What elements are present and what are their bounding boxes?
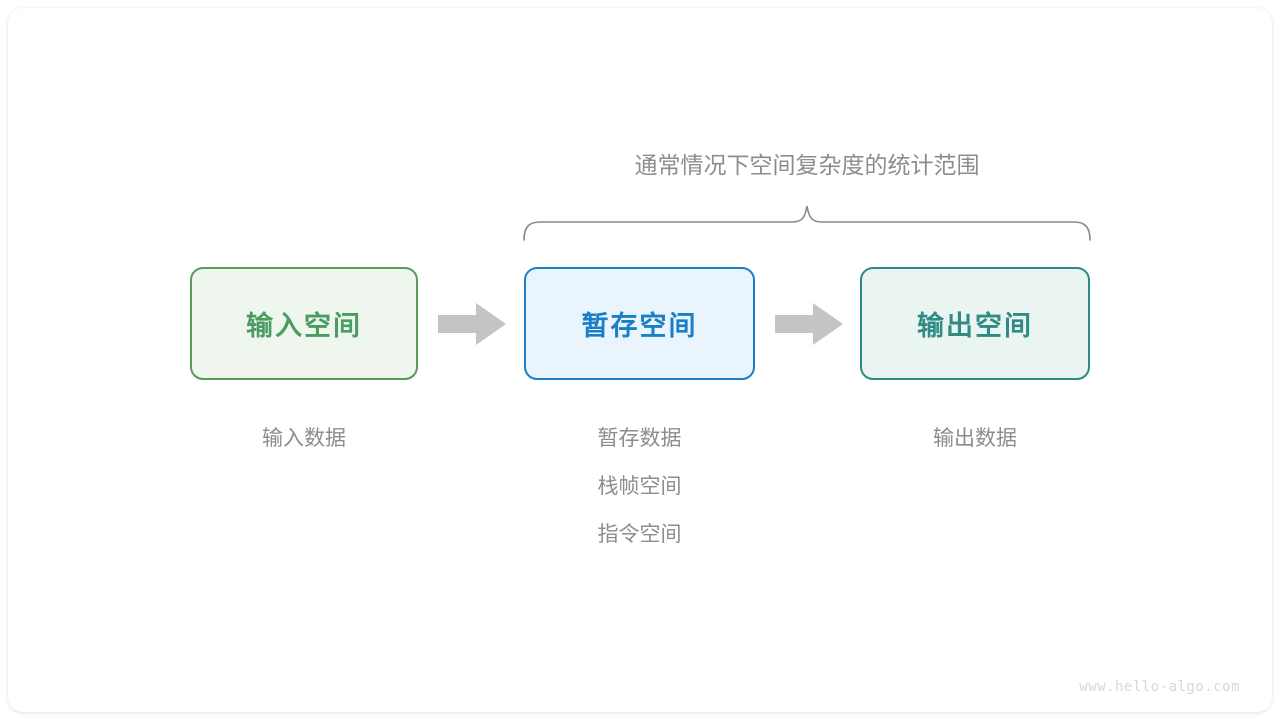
sublabel-input-data: 输入数据 bbox=[262, 427, 346, 450]
watermark: www.hello-algo.com bbox=[1079, 679, 1240, 695]
sublabel-stack-frame-space: 栈帧空间 bbox=[597, 475, 682, 498]
sublabel-temp-data: 暂存数据 bbox=[597, 427, 682, 450]
box-input-space-label: 输入空间 bbox=[246, 311, 362, 341]
sublabel-output-data: 输出数据 bbox=[933, 427, 1017, 450]
caption-emphasis: 空间复杂度 bbox=[749, 152, 865, 178]
sublabel-instruction-space: 指令空间 bbox=[597, 523, 682, 546]
curly-brace-icon bbox=[523, 205, 1091, 241]
sublabels-temp: 暂存数据 栈帧空间 指令空间 bbox=[524, 415, 755, 559]
box-temp-space-label: 暂存空间 bbox=[581, 311, 698, 341]
caption-prefix: 通常情况下 bbox=[634, 152, 750, 178]
arrow-right-icon-2 bbox=[775, 303, 843, 345]
sublabels-input: 输入数据 bbox=[190, 415, 418, 463]
box-output-space-label: 输出空间 bbox=[917, 311, 1033, 341]
box-output-space[interactable]: 输出空间 bbox=[860, 267, 1090, 380]
box-temp-space[interactable]: 暂存空间 bbox=[524, 267, 755, 380]
caption-space-complexity-scope: 通常情况下空间复杂度的统计范围 bbox=[604, 146, 1010, 180]
sublabels-output: 输出数据 bbox=[860, 415, 1090, 463]
caption-suffix: 的统计范围 bbox=[864, 152, 980, 178]
box-input-space[interactable]: 输入空间 bbox=[190, 267, 418, 380]
arrow-right-icon-1 bbox=[438, 303, 506, 345]
